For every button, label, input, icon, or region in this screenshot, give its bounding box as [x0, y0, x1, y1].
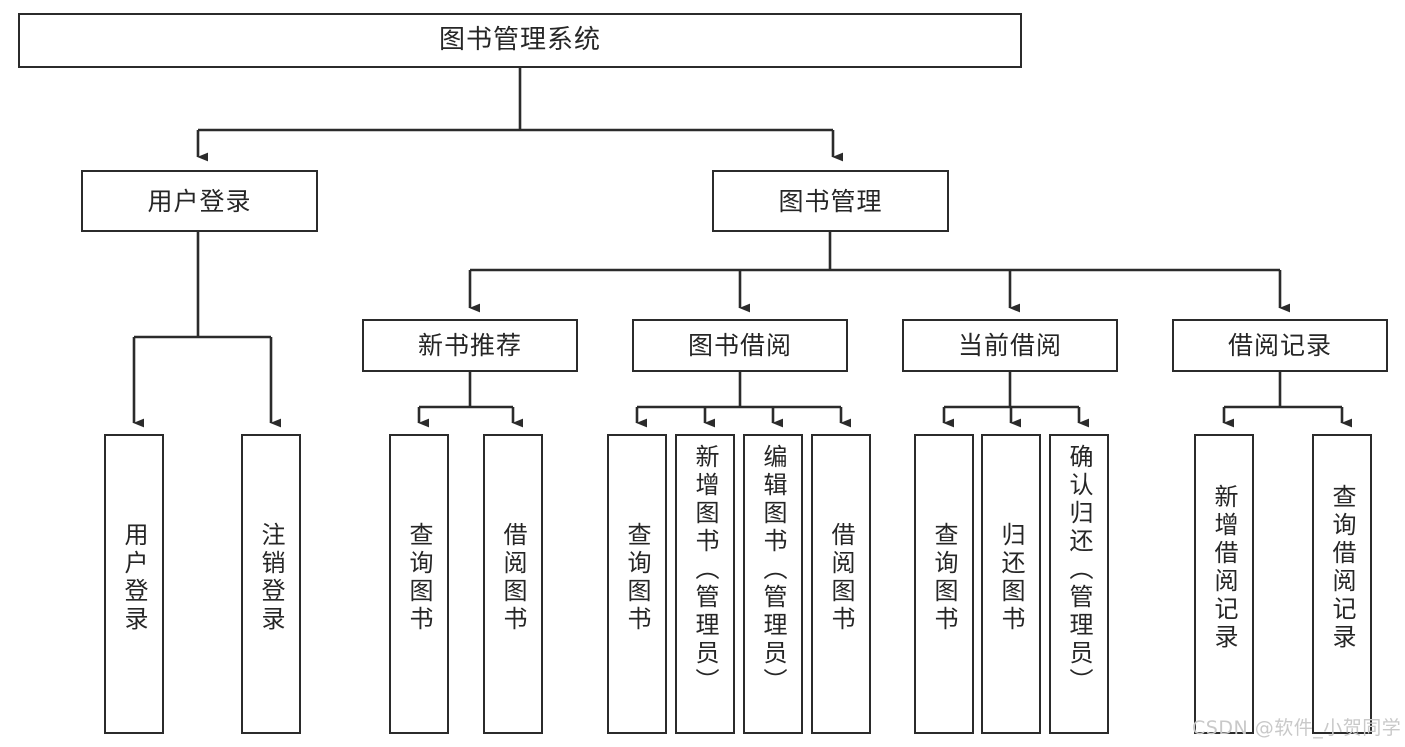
- leaf-add-borrow-record[interactable]: 新增借阅记录: [1194, 434, 1254, 734]
- node-label: 借阅图书: [499, 522, 527, 634]
- node-label: 用户登录: [120, 522, 148, 634]
- leaf-edit-book-admin[interactable]: 编辑图书（管理员）: [743, 434, 803, 734]
- node-label: 确认归还（管理员）: [1065, 444, 1093, 696]
- node-label: 图书管理: [778, 186, 883, 216]
- leaf-user-login[interactable]: 用户登录: [104, 434, 164, 734]
- leaf-query-borrow-record[interactable]: 查询借阅记录: [1312, 434, 1372, 734]
- node-label: 新书推荐: [417, 331, 522, 360]
- node-label: 新增借阅记录: [1210, 484, 1238, 652]
- node-book-borrow[interactable]: 图书借阅: [632, 319, 848, 372]
- node-new-book-recommend[interactable]: 新书推荐: [362, 319, 578, 372]
- node-label: 查询图书: [930, 522, 958, 634]
- node-label: 注销登录: [257, 522, 285, 634]
- leaf-logout[interactable]: 注销登录: [241, 434, 301, 734]
- leaf-borrow-book-borrow[interactable]: 借阅图书: [811, 434, 871, 734]
- node-label: 当前借阅: [957, 331, 1062, 360]
- node-label: 借阅记录: [1227, 331, 1332, 360]
- node-label: 查询图书: [623, 522, 651, 634]
- leaf-add-book-admin[interactable]: 新增图书（管理员）: [675, 434, 735, 734]
- leaf-query-book-current[interactable]: 查询图书: [914, 434, 974, 734]
- node-label: 借阅图书: [827, 522, 855, 634]
- leaf-confirm-return-admin[interactable]: 确认归还（管理员）: [1049, 434, 1109, 734]
- leaf-return-book[interactable]: 归还图书: [981, 434, 1041, 734]
- node-borrow-record[interactable]: 借阅记录: [1172, 319, 1388, 372]
- node-label: 图书借阅: [687, 331, 792, 360]
- node-label: 编辑图书（管理员）: [759, 444, 787, 696]
- leaf-query-book-newbook[interactable]: 查询图书: [389, 434, 449, 734]
- node-label: 新增图书（管理员）: [691, 444, 719, 696]
- node-book-manage[interactable]: 图书管理: [712, 170, 949, 232]
- csdn-watermark: CSDN @软件_小贺同学: [1192, 717, 1402, 739]
- leaf-borrow-book-newbook[interactable]: 借阅图书: [483, 434, 543, 734]
- leaf-query-book-borrow[interactable]: 查询图书: [607, 434, 667, 734]
- node-label: 归还图书: [997, 522, 1025, 634]
- node-label: 用户登录: [147, 186, 252, 216]
- node-label: 查询借阅记录: [1328, 484, 1356, 652]
- node-label: 图书管理系统: [438, 25, 601, 56]
- node-user-login[interactable]: 用户登录: [81, 170, 318, 232]
- node-root-system[interactable]: 图书管理系统: [18, 13, 1022, 68]
- node-current-borrow[interactable]: 当前借阅: [902, 319, 1118, 372]
- node-label: 查询图书: [405, 522, 433, 634]
